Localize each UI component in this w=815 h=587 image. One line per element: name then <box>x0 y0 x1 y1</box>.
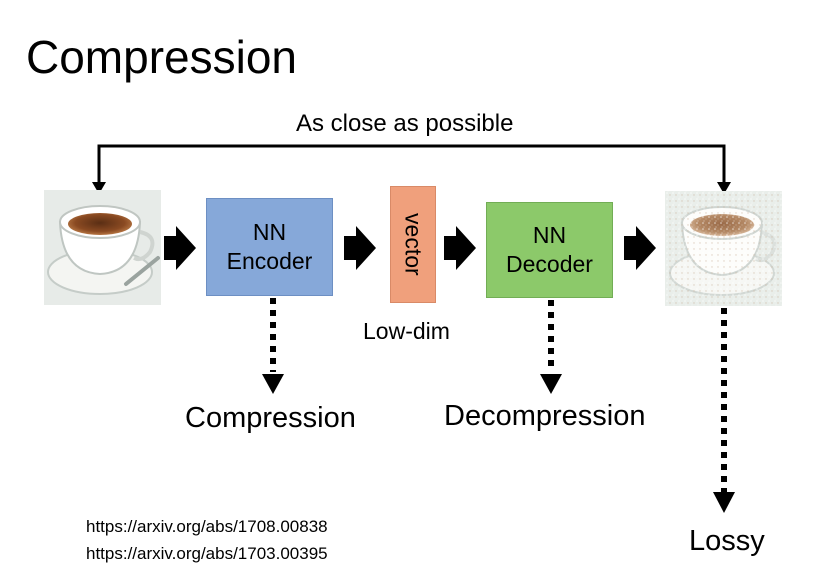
nn-encoder-box: NN Encoder <box>206 198 333 296</box>
decompression-label: Decompression <box>444 400 646 432</box>
flow-arrow-1 <box>164 226 196 270</box>
bracket-arrowhead-left <box>92 182 106 194</box>
low-dim-label: Low-dim <box>363 318 450 344</box>
flow-arrow-2 <box>344 226 376 270</box>
flow-arrow-4 <box>624 226 656 270</box>
nn-decoder-box: NN Decoder <box>486 202 613 298</box>
reference-link-1[interactable]: https://arxiv.org/abs/1708.00838 <box>86 517 328 536</box>
slide-title: Compression <box>26 31 297 83</box>
decoder-line1: NN <box>532 222 567 249</box>
feedback-label: As close as possible <box>296 110 514 137</box>
flow-arrow-3 <box>444 226 476 270</box>
decoder-line2: Decoder <box>506 251 593 277</box>
feedback-bracket <box>92 144 731 194</box>
vector-box: vector <box>390 186 436 303</box>
lossy-label: Lossy <box>689 525 765 557</box>
output-image <box>665 191 782 306</box>
dotted-arrow-compression <box>262 298 284 394</box>
encoder-line2: Encoder <box>226 248 313 274</box>
input-image <box>44 190 161 305</box>
dotted-arrow-decompression <box>540 300 562 394</box>
encoder-line1: NN <box>252 219 287 246</box>
bracket-arrowhead-right <box>717 182 731 194</box>
dotted-arrow-lossy <box>713 308 735 513</box>
compression-label: Compression <box>185 402 356 434</box>
vector-label: vector <box>400 213 427 276</box>
reference-link-2[interactable]: https://arxiv.org/abs/1703.00395 <box>86 544 328 563</box>
